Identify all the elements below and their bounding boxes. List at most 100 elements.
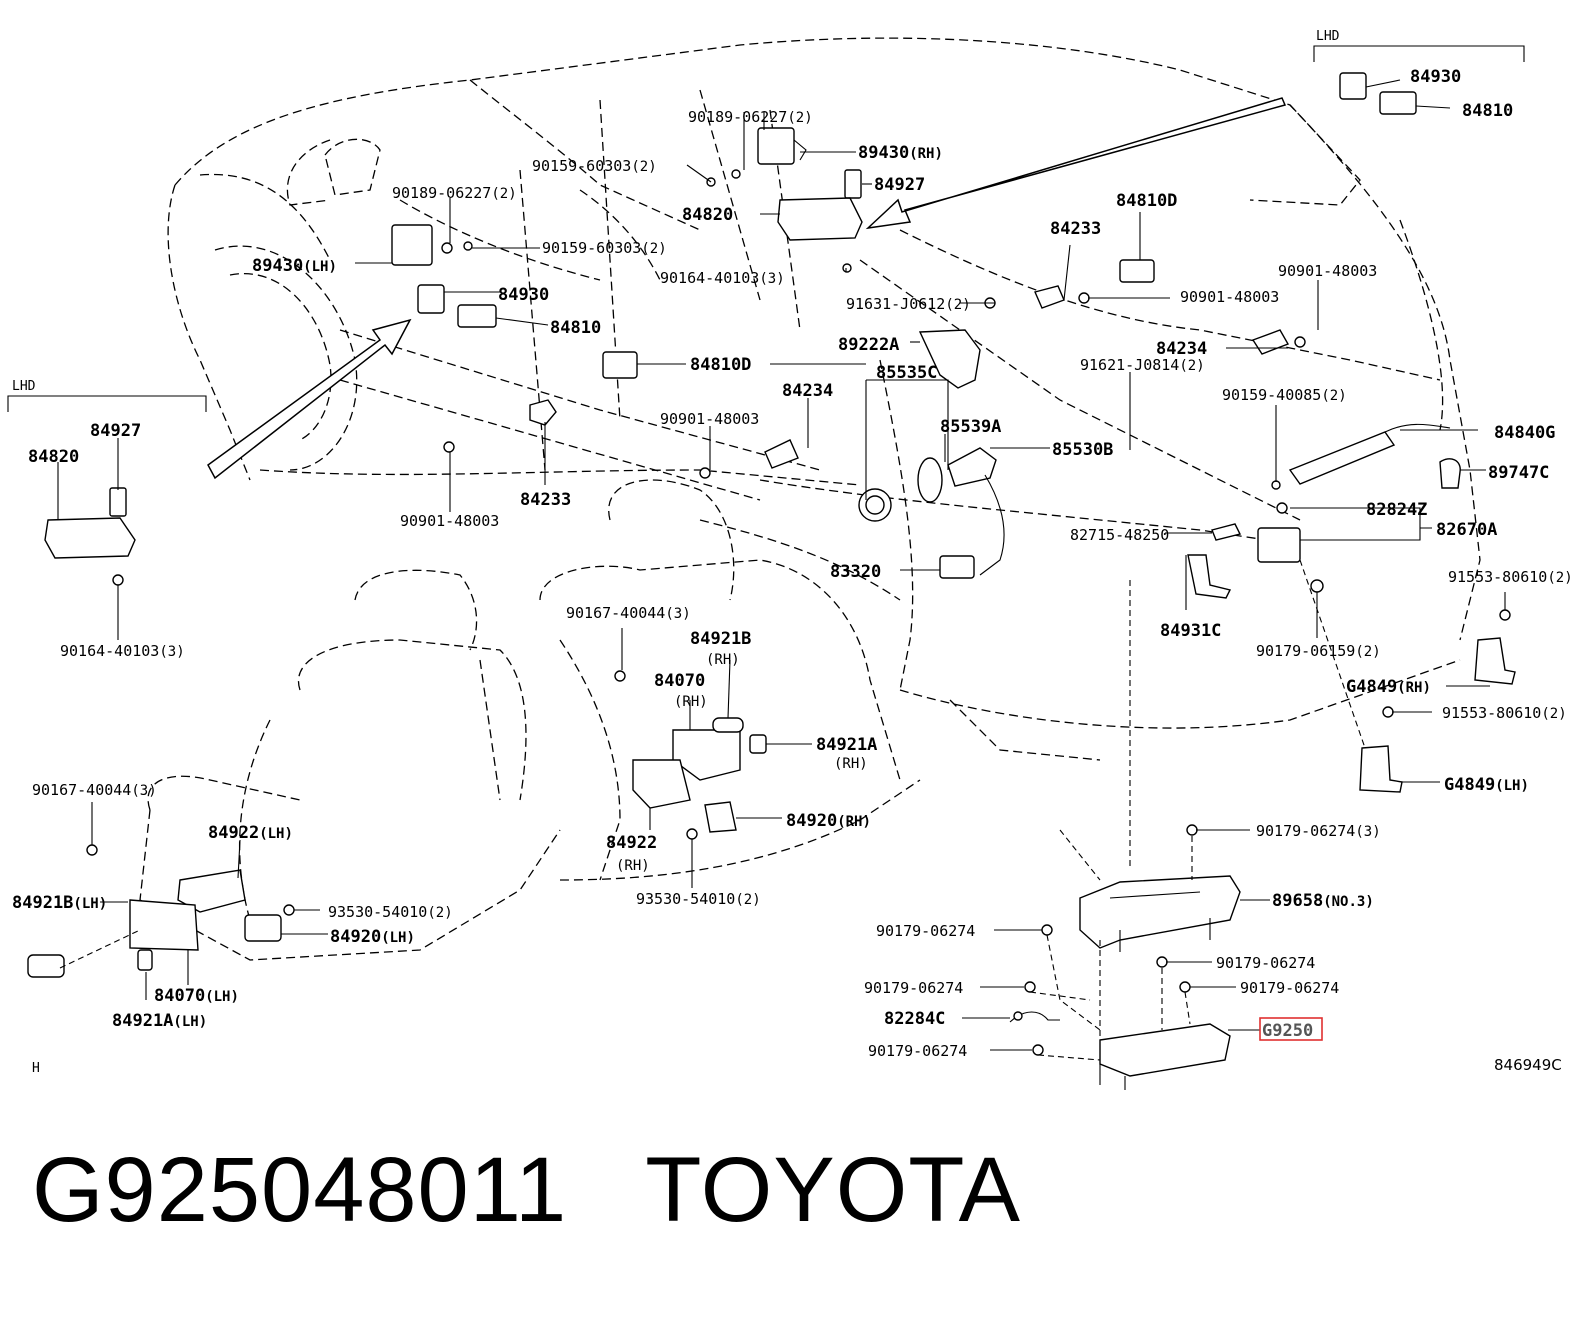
- part-callout-91553-80610: 91553-80610(2): [1448, 568, 1573, 586]
- part-callout-82670a: 82670A: [1436, 520, 1497, 540]
- part-qualifier: (2): [641, 241, 666, 257]
- part-callout-84921b: 84921B: [690, 629, 751, 649]
- part-qualifier: (RH): [837, 814, 871, 830]
- part-number: 84810D: [690, 355, 751, 375]
- corner-mark: H: [32, 1061, 40, 1076]
- part-callout-89658: 89658(NO.3): [1272, 891, 1374, 911]
- part-callout-82284c: 82284C: [884, 1009, 945, 1029]
- side-notes: (RH) (RH) (RH) (RH): [616, 652, 868, 874]
- part-number: 85539A: [940, 417, 1001, 437]
- part-callout-g9250: G9250: [1262, 1021, 1313, 1041]
- part-qualifier: (2): [735, 892, 760, 908]
- part-callout-g4849: G4849(RH): [1346, 677, 1431, 697]
- part-callout-90167-40044: 90167-40044(3): [566, 604, 691, 622]
- part-callout-85535c: 85535C: [876, 363, 937, 383]
- part-callout-90167-40044: 90167-40044(3): [32, 781, 157, 799]
- part-number: 89430: [252, 256, 303, 276]
- part-qualifier: (2): [631, 159, 656, 175]
- side-qualifier: (RH): [834, 756, 868, 772]
- part-callout-85530b: 85530B: [1052, 440, 1113, 460]
- part-number: 90179-06274: [1256, 822, 1355, 840]
- side-qualifier: (RH): [674, 694, 708, 710]
- part-callout-82824z: 82824Z: [1366, 500, 1427, 520]
- part-number: 90179-06159: [1256, 642, 1355, 660]
- part-number: 84233: [520, 490, 571, 510]
- vehicle-outline: [139, 37, 1481, 961]
- part-callout-90189-06227: 90189-06227(2): [392, 184, 517, 202]
- part-callout-90179-06274: 90179-06274: [1216, 954, 1315, 972]
- part-callout-89430: 89430(RH): [858, 143, 943, 163]
- part-callout-84930: 84930: [498, 285, 549, 305]
- part-callout-84927: 84927: [874, 175, 925, 195]
- part-number: 84922: [606, 833, 657, 853]
- part-qualifier: (LH): [259, 826, 293, 842]
- part-number: 85530B: [1052, 440, 1113, 460]
- parts-diagram: 90189-06227(2)89430(RH)90159-60303(2)849…: [7, 29, 1573, 1090]
- leader-lines: [57, 79, 1506, 1051]
- part-qualifier: (2): [1321, 388, 1346, 404]
- part-number: 84930: [1410, 67, 1461, 87]
- part-callout-84820: 84820: [682, 205, 733, 225]
- part-callout-84922: 84922: [606, 833, 657, 853]
- part-number: 84921A: [112, 1011, 173, 1031]
- part-number: 90164-40103: [60, 642, 159, 660]
- part-callout-91553-80610: 91553-80610(2): [1442, 704, 1567, 722]
- part-callout-91631-j0612: 91631-J0612(2): [846, 295, 971, 313]
- part-number: 90179-06274: [876, 922, 975, 940]
- part-number: 89747C: [1488, 463, 1549, 483]
- part-sketches: [27, 72, 1516, 1090]
- part-number: 89658: [1272, 891, 1323, 911]
- part-callout-84930: 84930: [1410, 67, 1461, 87]
- part-number: 84927: [874, 175, 925, 195]
- part-callout-90179-06274: 90179-06274: [876, 922, 975, 940]
- part-number: 90901-48003: [400, 512, 499, 530]
- part-callout-84921a: 84921A(LH): [112, 1011, 207, 1031]
- part-number: 90189-06227: [392, 184, 491, 202]
- part-qualifier: (3): [1355, 824, 1380, 840]
- part-callout-84234: 84234: [782, 381, 833, 401]
- part-callout-82715-48250: 82715-48250: [1070, 526, 1169, 544]
- part-number: 82284C: [884, 1009, 945, 1029]
- part-number: 82715-48250: [1070, 526, 1169, 544]
- part-number: 83320: [830, 562, 881, 582]
- part-number: 84234: [1156, 339, 1207, 359]
- highlight-box: [1259, 1017, 1323, 1041]
- part-callout-90179-06274: 90179-06274(3): [1256, 822, 1381, 840]
- part-qualifier: (LH): [1495, 778, 1529, 794]
- part-callout-90159-60303: 90159-60303(2): [542, 239, 667, 257]
- part-number: 82824Z: [1366, 500, 1427, 520]
- part-callout-90159-40085: 90159-40085(2): [1222, 386, 1347, 404]
- part-qualifier: (LH): [205, 989, 239, 1005]
- part-callout-90901-48003: 90901-48003: [660, 410, 759, 428]
- part-number: 90179-06274: [1240, 979, 1339, 997]
- part-caption: G925048011 TOYOTA: [32, 1138, 1021, 1243]
- part-qualifier: (RH): [909, 146, 943, 162]
- part-qualifier: (LH): [173, 1014, 207, 1030]
- part-number: 90901-48003: [1278, 262, 1377, 280]
- part-callout-83320: 83320: [830, 562, 881, 582]
- part-callout-89222a: 89222A: [838, 335, 899, 355]
- part-number: 90179-06274: [864, 979, 963, 997]
- part-number: 90159-60303: [542, 239, 641, 257]
- side-qualifier: (RH): [616, 858, 650, 874]
- part-callout-90901-48003: 90901-48003: [1278, 262, 1377, 280]
- part-callout-84920: 84920(LH): [330, 927, 415, 947]
- arrow-front-left: [207, 318, 412, 480]
- part-callout-91621-j0814: 91621-J0814(2): [1080, 356, 1205, 374]
- part-qualifier: (RH): [1397, 680, 1431, 696]
- part-number: 84840G: [1494, 423, 1555, 443]
- part-number: 82670A: [1436, 520, 1497, 540]
- part-callout-84922: 84922(LH): [208, 823, 293, 843]
- illustration-number: 846949C: [1494, 1056, 1562, 1074]
- part-callout-84931c: 84931C: [1160, 621, 1221, 641]
- part-number: 84810: [550, 318, 601, 338]
- part-qualifier: (LH): [73, 896, 107, 912]
- part-number: 84920: [330, 927, 381, 947]
- part-callout-93530-54010: 93530-54010(2): [328, 903, 453, 921]
- part-callout-g4849: G4849(LH): [1444, 775, 1529, 795]
- part-number: 85535C: [876, 363, 937, 383]
- part-callout-90179-06274: 90179-06274: [864, 979, 963, 997]
- part-callout-90179-06159: 90179-06159(2): [1256, 642, 1381, 660]
- part-qualifier: (3): [665, 606, 690, 622]
- part-callout-89747c: 89747C: [1488, 463, 1549, 483]
